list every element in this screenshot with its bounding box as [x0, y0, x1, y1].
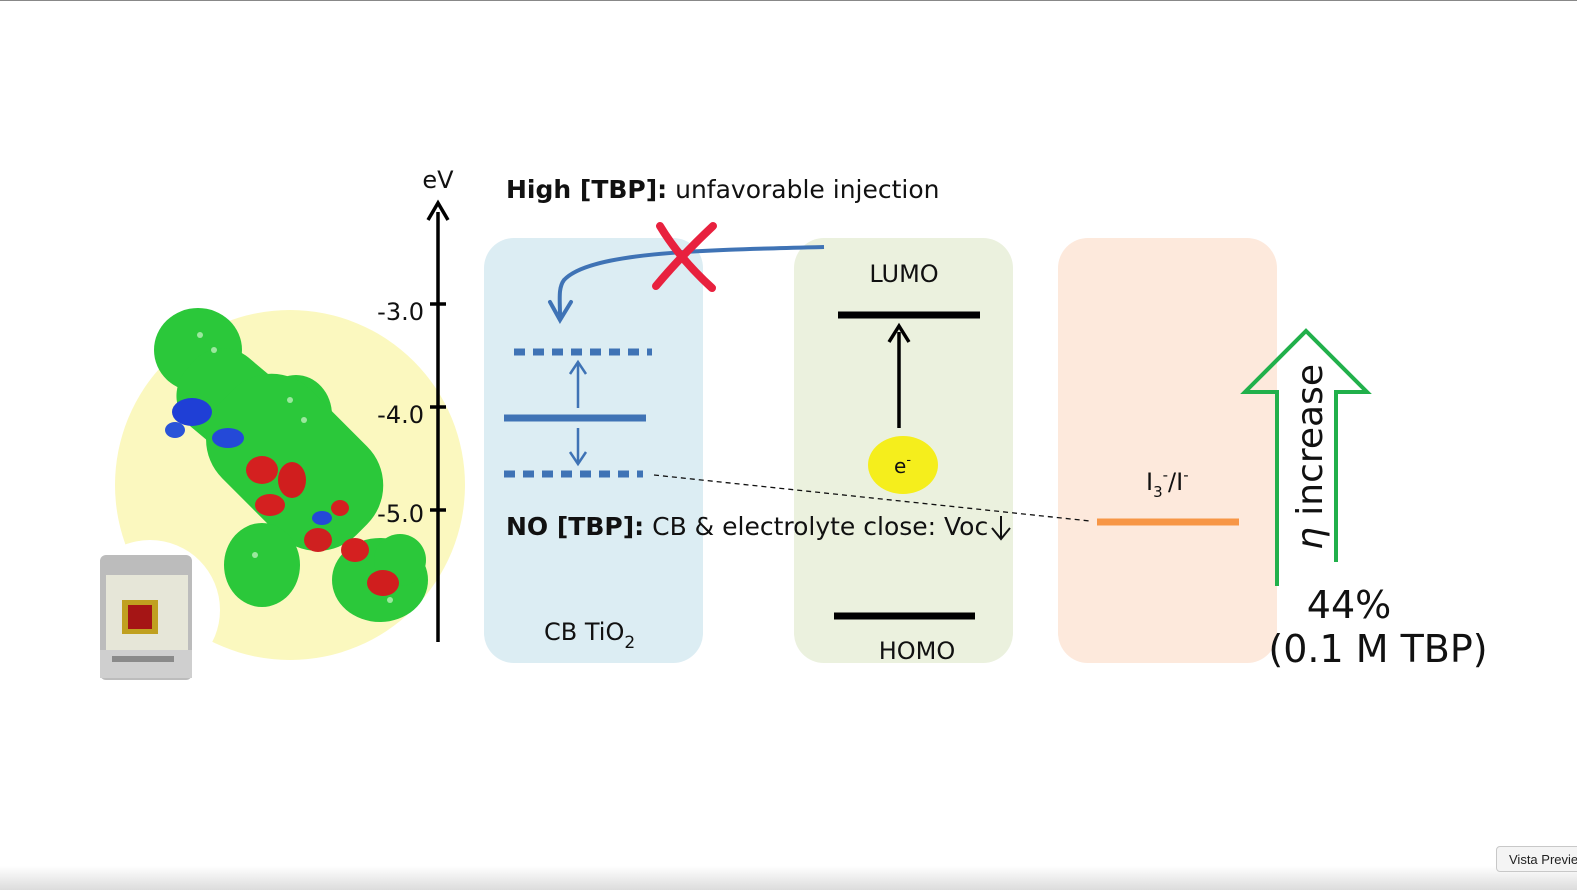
- preview-app-tab[interactable]: Vista Preview: [1496, 846, 1577, 872]
- redox-couple-label: I3-/I-: [1146, 466, 1189, 501]
- efficiency-percent: 44%: [1307, 583, 1391, 627]
- lumo-label: LUMO: [869, 260, 938, 288]
- excitation-arrow: [887, 322, 911, 428]
- efficiency-label: η increase: [1290, 364, 1331, 550]
- energy-axis: eV -3.0 -4.0 -5.0: [377, 166, 454, 642]
- injection-arrow: [548, 245, 825, 324]
- axis-unit-label: eV: [422, 166, 454, 194]
- window-bottom-edge: [0, 866, 1577, 890]
- electrolyte-panel: [1058, 238, 1277, 663]
- red-x-icon: [652, 222, 717, 292]
- molecule-illustration: [80, 308, 465, 680]
- svg-text:e-: e-: [894, 453, 911, 478]
- tick-label-minus-3: -3.0: [377, 298, 424, 326]
- efficiency-arrow: [1240, 328, 1372, 586]
- high-tbp-caption: High [TBP]: unfavorable injection: [506, 175, 940, 204]
- no-tbp-caption: NO [TBP]: CB & electrolyte close: Voc: [506, 512, 988, 541]
- homo-label: HOMO: [879, 637, 956, 665]
- electron-icon: e-: [868, 436, 938, 494]
- tio2-panel: [484, 238, 703, 663]
- voc-connector-line: [653, 474, 1091, 522]
- tbp-concentration: (0.1 M TBP): [1268, 627, 1487, 671]
- molecule-surface-image: [154, 308, 428, 622]
- solar-cell-photo: [80, 540, 220, 680]
- tick-label-minus-4: -4.0: [377, 401, 424, 429]
- tick-label-minus-5: -5.0: [377, 500, 424, 528]
- cb-tio2-label: CB TiO2: [544, 618, 635, 653]
- tio2-levels: [504, 348, 652, 478]
- window-top-border: [0, 0, 1577, 1]
- down-arrow-icon: [991, 516, 1011, 541]
